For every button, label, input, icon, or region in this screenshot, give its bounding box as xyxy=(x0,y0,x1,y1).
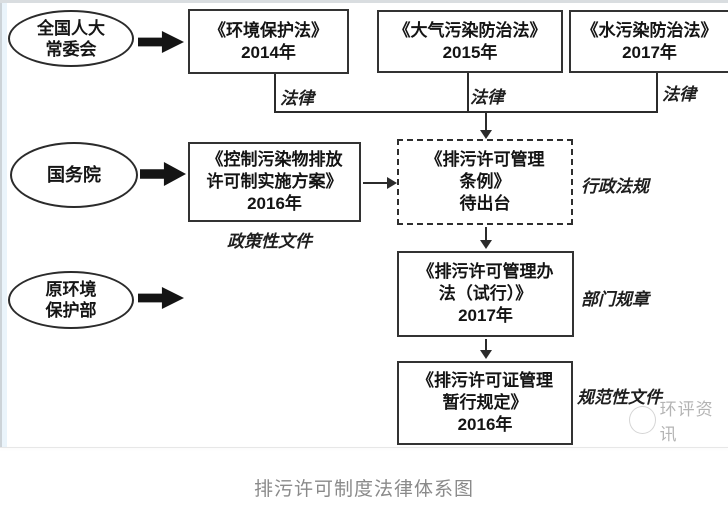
top-edge-strip xyxy=(0,0,728,3)
tag-law-2: 法律 xyxy=(470,88,504,107)
tag-departmental-rule: 部门规章 xyxy=(581,290,649,309)
watermark-text: 环评资讯 xyxy=(659,400,714,444)
connector-air-law-drop xyxy=(467,73,469,113)
npc-label-line1: 全国人大 xyxy=(37,18,105,38)
connector-policy-to-regulation xyxy=(363,182,388,184)
box-provisional-provisions: 《排污许可证管理 暂行规定》 2016年 xyxy=(397,361,573,445)
air-law-year: 2015年 xyxy=(442,42,498,62)
figure-caption: 排污许可制度法律体系图 xyxy=(253,479,474,500)
policy-line1: 《控制污染物排放 xyxy=(206,150,343,169)
provisional-line2: 暂行规定》 xyxy=(442,393,528,412)
ellipse-former-mep: 原环境 保护部 xyxy=(8,271,134,329)
box-permit-regulation-pending: 《排污许可管理 条例》 待出台 xyxy=(397,139,573,225)
env-law-title: 《环境保护法》 xyxy=(209,20,328,40)
tag-policy-document: 政策性文件 xyxy=(227,232,312,251)
arrow-icon-mep-to-measures xyxy=(138,287,184,309)
measures-line3: 2017年 xyxy=(458,306,513,325)
provisional-line3: 2016年 xyxy=(457,415,513,434)
env-law-year: 2014年 xyxy=(241,42,296,62)
measures-line1: 《排污许可管理办 xyxy=(417,262,554,281)
regulation-line2: 条例》 xyxy=(459,172,511,191)
connector-merge-bar xyxy=(274,111,658,113)
regulation-line1: 《排污许可管理 xyxy=(425,150,545,169)
arrowhead-measures-to-provisional xyxy=(480,350,492,359)
tag-law-3: 法律 xyxy=(662,85,696,104)
policy-line3: 2016年 xyxy=(247,194,302,213)
left-edge-strip xyxy=(0,3,7,447)
watermark: 环评资讯 xyxy=(629,395,728,445)
ellipse-npc-standing-committee: 全国人大 常委会 xyxy=(8,10,134,67)
provisional-line1: 《排污许可证管理 xyxy=(417,371,553,390)
watermark-logo-icon xyxy=(629,406,656,434)
box-permit-management-measures: 《排污许可管理办 法（试行）》 2017年 xyxy=(397,251,574,337)
arrowhead-regulation-to-measures xyxy=(480,240,492,249)
connector-env-law-drop xyxy=(274,74,276,113)
connector-water-law-drop xyxy=(656,73,658,113)
box-air-pollution-law: 《大气污染防治法》 2015年 xyxy=(377,10,563,73)
water-law-year: 2017年 xyxy=(622,42,677,62)
tag-law-1: 法律 xyxy=(280,89,314,108)
arrow-icon-council-to-policy xyxy=(140,162,186,186)
npc-label-line2: 常委会 xyxy=(45,39,97,59)
box-water-pollution-law: 《水污染防治法》 2017年 xyxy=(569,10,728,73)
measures-line2: 法（试行）》 xyxy=(438,284,533,303)
state-council-label: 国务院 xyxy=(47,164,101,185)
mep-label-line2: 保护部 xyxy=(45,301,97,320)
regulation-line3: 待出台 xyxy=(459,194,511,213)
policy-line2: 许可制实施方案》 xyxy=(206,172,343,191)
mep-label-line1: 原环境 xyxy=(45,280,97,299)
box-environmental-protection-law: 《环境保护法》 2014年 xyxy=(188,9,349,74)
arrowhead-laws-to-regulation xyxy=(480,130,492,139)
connector-regulation-to-measures xyxy=(485,227,487,242)
arrow-icon-npc-to-laws xyxy=(138,31,184,53)
ellipse-state-council: 国务院 xyxy=(10,142,138,208)
air-law-title: 《大气污染防治法》 xyxy=(393,20,547,40)
image-bottom-divider xyxy=(0,447,728,448)
connector-measures-to-provisional xyxy=(485,339,487,352)
box-implementation-plan: 《控制污染物排放 许可制实施方案》 2016年 xyxy=(188,142,361,222)
water-law-title: 《水污染防治法》 xyxy=(581,20,718,40)
connector-laws-to-regulation xyxy=(485,111,487,132)
tag-normative-document: 规范性文件 xyxy=(577,388,662,407)
arrowhead-policy-to-regulation xyxy=(387,177,397,189)
tag-administrative-regulation: 行政法规 xyxy=(581,177,649,196)
